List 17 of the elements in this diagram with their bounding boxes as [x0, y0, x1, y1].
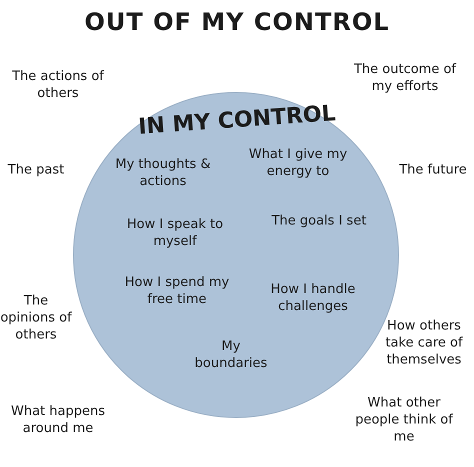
note-text: What other people think of me: [354, 394, 454, 446]
item-text: How I handle challenges: [270, 281, 356, 315]
item-text: My thoughts & actions: [114, 156, 212, 190]
item-text: What I give my energy to: [248, 146, 348, 180]
note-text: How others take care of themselves: [384, 318, 464, 368]
note-text: The future: [398, 162, 468, 178]
note-text: What happens around me: [10, 403, 106, 437]
circle-heading: IN MY CONTROL: [138, 101, 336, 141]
item-text: My boundaries: [194, 338, 268, 372]
note-text: The opinions of others: [0, 292, 73, 344]
note-text: The outcome of my efforts: [352, 61, 458, 95]
note-text: The past: [6, 162, 66, 178]
item-text: The goals I set: [270, 212, 368, 230]
item-text: How I speak to myself: [126, 216, 224, 250]
title: OUT OF MY CONTROL: [84, 8, 390, 36]
note-text: The actions of others: [11, 68, 106, 102]
item-text: How I spend my free time: [124, 274, 230, 308]
